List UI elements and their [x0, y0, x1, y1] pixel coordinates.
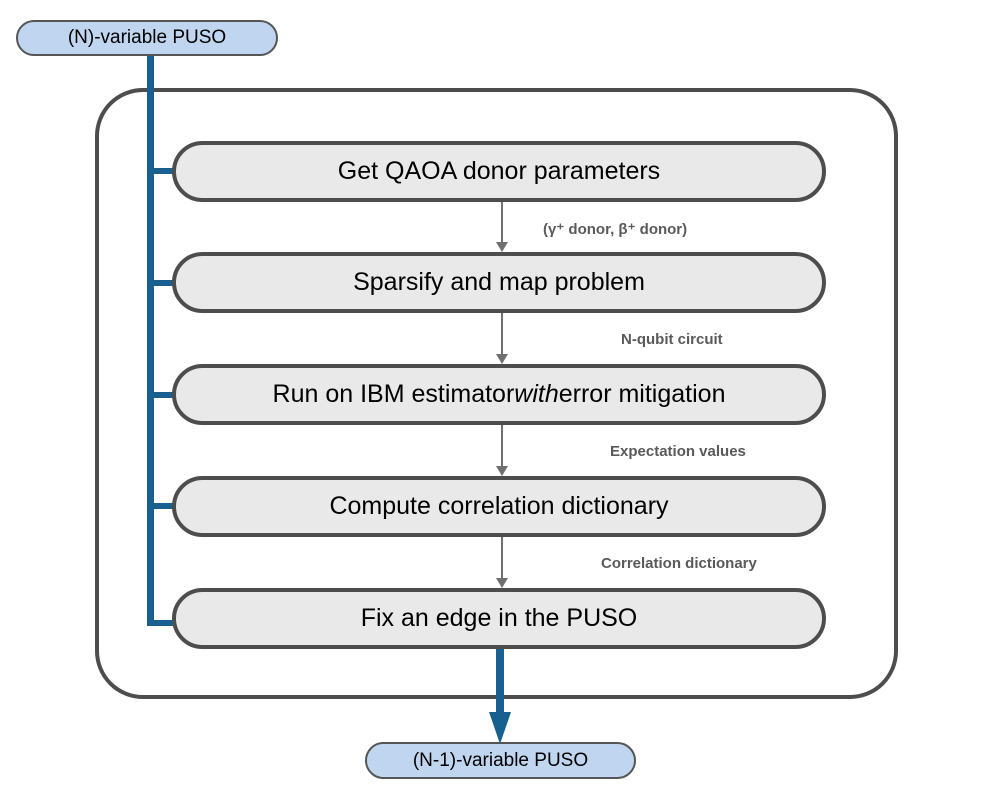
process-box-fix-an-edge-in-the-puso[interactable]: Fix an edge in the PUSO — [172, 588, 826, 649]
arrow-shaft — [501, 425, 503, 466]
arrow-head — [496, 578, 508, 588]
edge-label-correlation-dictionary: Correlation dictionary — [601, 555, 757, 572]
feedback-stub-step-5 — [147, 620, 174, 626]
feedback-stub-step-2 — [147, 280, 174, 286]
terminal-node-input[interactable]: (N)-variable PUSO — [16, 20, 278, 56]
feedback-stub-step-1 — [147, 168, 174, 174]
output-arrow — [489, 649, 511, 744]
process-box-run-on-ibm-estimator[interactable]: Run on IBM estimator with error mitigati… — [172, 364, 826, 425]
process-box-sparsify-and-map-problem[interactable]: Sparsify and map problem — [172, 252, 826, 313]
process-box-label: Get QAOA donor parameters — [337, 157, 661, 185]
edge-label-expectation-values: Expectation values — [610, 443, 746, 460]
step-arrow-4 — [495, 537, 509, 588]
terminal-node-output[interactable]: (N-1)-variable PUSO — [365, 742, 636, 779]
process-box-label: Fix an edge in the PUSO — [360, 604, 638, 632]
process-box-label-pre: Run on IBM estimator — [272, 380, 515, 408]
process-box-label: Sparsify and map problem — [353, 268, 645, 296]
edge-label-donor-parameters: (γ⁺ donor, β⁺ donor) — [543, 221, 688, 238]
process-box-label: Compute correlation dictionary — [329, 492, 669, 520]
arrow-shaft — [501, 313, 503, 354]
arrow-head — [496, 242, 508, 252]
process-box-label-emphasis: with — [514, 380, 559, 408]
feedback-stub-step-3 — [147, 392, 174, 398]
arrow-shaft — [496, 649, 504, 716]
process-box-get-qaoa-donor-parameters[interactable]: Get QAOA donor parameters — [172, 141, 826, 202]
arrow-shaft — [501, 202, 503, 242]
step-arrow-3 — [495, 425, 509, 476]
process-box-compute-correlation-dictionary[interactable]: Compute correlation dictionary — [172, 476, 826, 537]
arrow-head — [489, 712, 511, 744]
step-arrow-1 — [495, 202, 509, 252]
edge-label-n-qubit-circuit: N-qubit circuit — [621, 331, 723, 348]
terminal-node-input-label: (N)-variable PUSO — [67, 27, 227, 48]
feedback-spine-line — [147, 54, 154, 626]
feedback-stub-step-4 — [147, 503, 174, 509]
arrow-head — [496, 354, 508, 364]
arrow-head — [496, 466, 508, 476]
terminal-node-output-label: (N-1)-variable PUSO — [412, 749, 589, 771]
arrow-shaft — [501, 537, 503, 578]
process-box-label-post: error mitigation — [558, 380, 726, 408]
step-arrow-2 — [495, 313, 509, 364]
